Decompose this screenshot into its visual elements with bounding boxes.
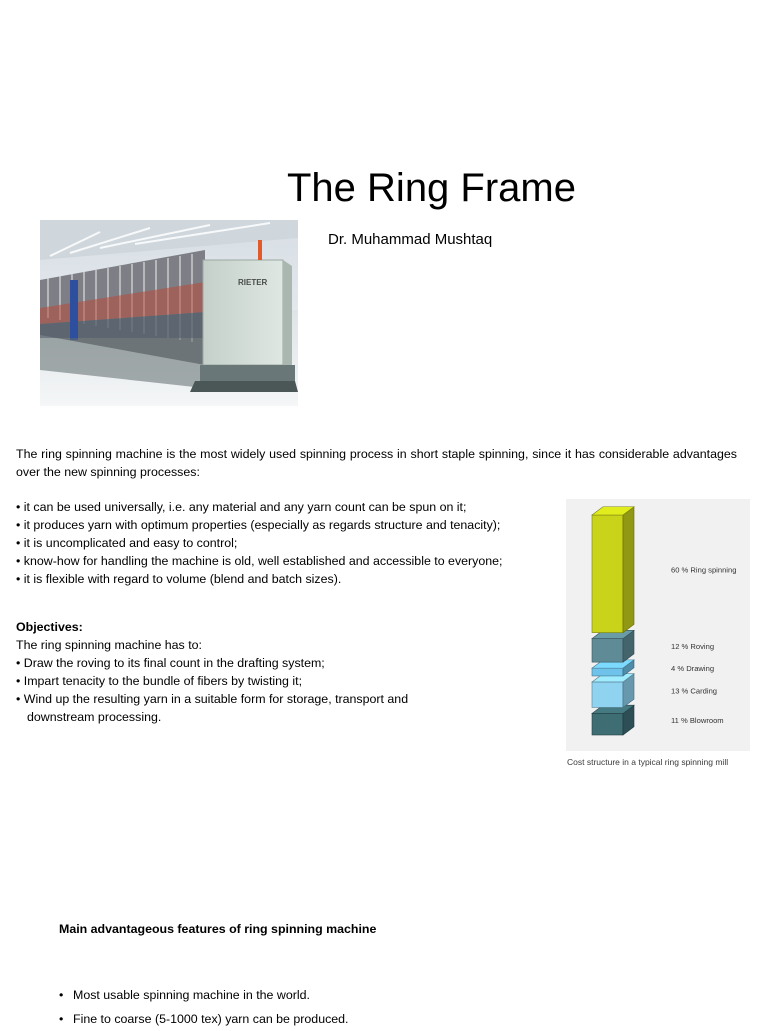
list-item: it is uncomplicated and easy to control; [16,534,561,552]
advantages-list: it can be used universally, i.e. any mat… [16,498,561,588]
author-name: Dr. Muhammad Mushtaq [328,231,493,248]
segment-label: 12 % Roving [671,642,714,651]
rieter-brand-label: RIETER [238,278,268,287]
list-item: it is flexible with regard to volume (bl… [16,570,561,588]
cost-structure-chart: 11 % Blowroom 13 % Carding 4 % Drawing 12 %… [566,499,750,751]
intro-paragraph: The ring spinning machine is the most wi… [16,447,737,479]
chart-caption: Cost structure in a typical ring spinnin… [567,757,729,767]
list-item: it produces yarn with optimum properties… [16,516,561,534]
segment-label: 11 % Blowroom [671,716,724,725]
page-title: The Ring Frame [287,166,576,210]
list-item: Most usable spinning machine in the worl… [59,983,659,1007]
list-item: Impart tenacity to the bundle of fibers … [16,672,476,690]
cost-chart-svg: 11 % Blowroom 13 % Carding 4 % Drawing 12 %… [591,506,736,736]
bar-segment-roving [591,629,635,663]
bar-segment-ring-spinning [591,506,635,634]
objectives-list: Draw the roving to its final count in th… [16,654,476,726]
bar-segment-carding [591,673,635,709]
list-item: it can be used universally, i.e. any mat… [16,498,561,516]
list-item: Fine to coarse (5-1000 tex) yarn can be … [59,1007,659,1031]
list-item: Wind up the resulting yarn in a suitable… [16,690,476,726]
segment-label: 13 % Carding [671,687,717,696]
list-item: know-how for handling the machine is old… [16,552,561,570]
list-item: Draw the roving to its final count in th… [16,654,476,672]
objectives-heading: Objectives: [16,620,83,634]
segment-label: 4 % Drawing [671,664,714,673]
features-heading: Main advantageous features of ring spinn… [59,922,377,936]
segment-label: 60 % Ring spinning [671,566,736,575]
features-list: Most usable spinning machine in the worl… [59,983,659,1031]
bar-segment-blowroom [591,704,635,736]
objectives-intro: The ring spinning machine has to: [16,638,202,652]
ring-frame-photo: RIETER [40,220,298,406]
